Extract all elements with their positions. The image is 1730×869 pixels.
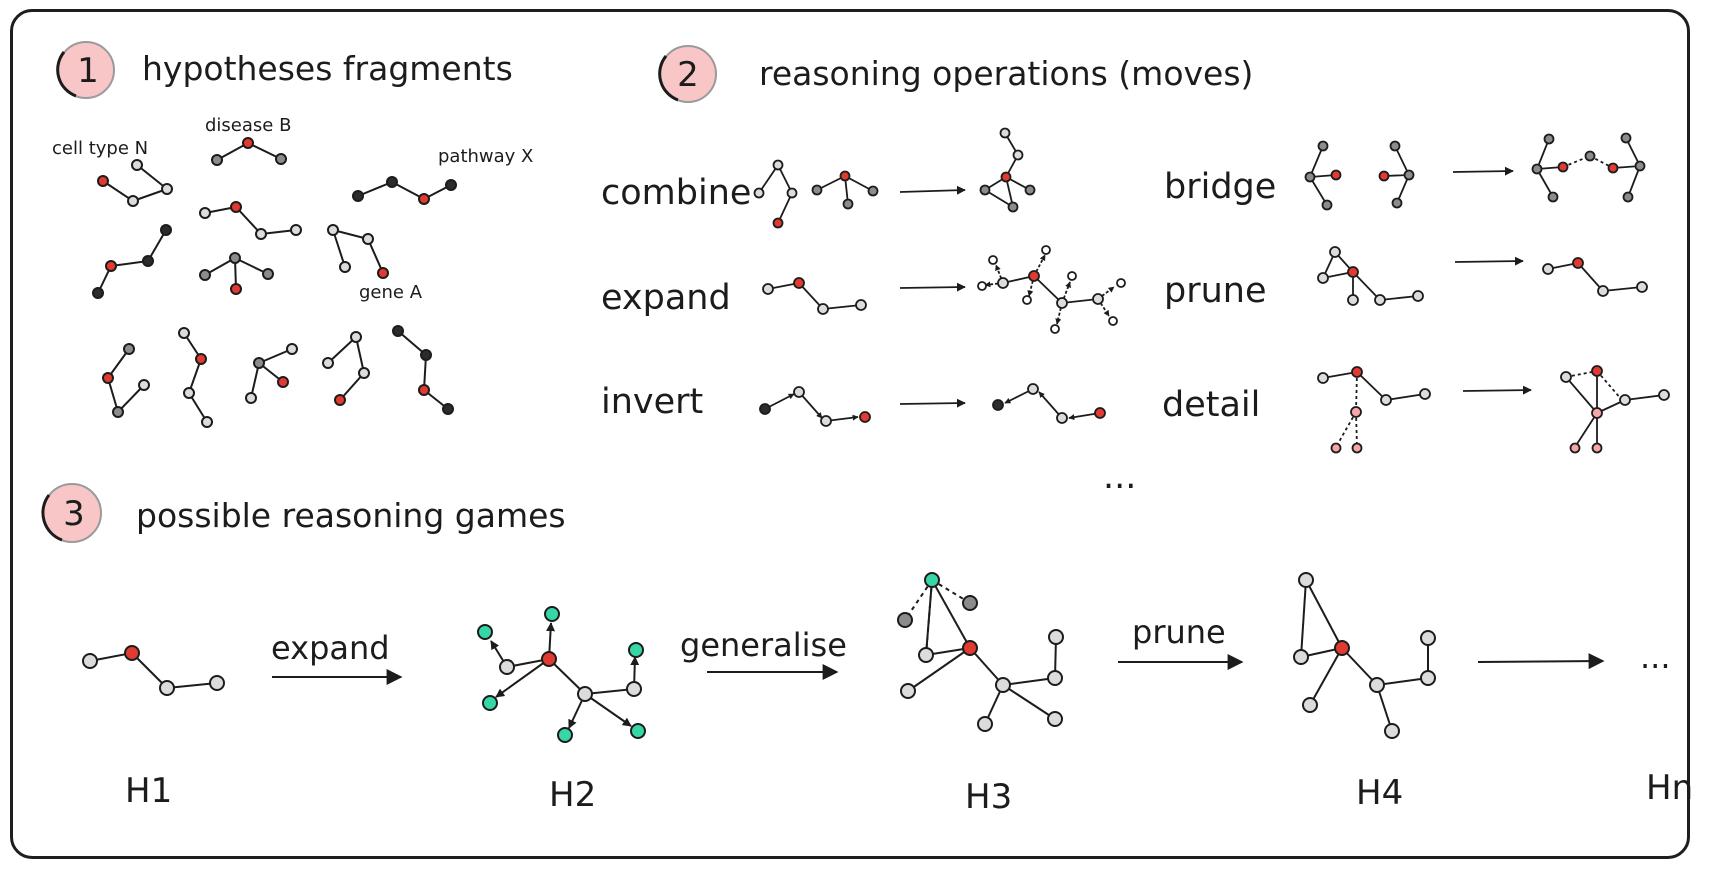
fragment-6	[199, 252, 274, 295]
op-detail-label: detail	[1162, 385, 1260, 425]
section-3-badge: 3	[41, 483, 102, 543]
fragments-panel	[92, 137, 457, 428]
fragment-5	[92, 224, 172, 299]
op-invert-label: invert	[601, 382, 703, 422]
fragment-11	[322, 331, 370, 406]
section-2-badge: 2	[658, 45, 717, 103]
op-combine-label: combine	[601, 173, 751, 213]
op-combine-graphic	[753, 127, 1036, 229]
section-3-header: 3 possible reasoning games	[41, 483, 566, 543]
operation-labels: combine expand invert bridge prune detai…	[601, 167, 1276, 497]
section-1-number: 1	[77, 51, 99, 91]
fragment-8	[102, 343, 150, 418]
op-detail-graphic	[1317, 365, 1670, 454]
hypothesis-h4-label: H4	[1356, 773, 1403, 813]
op-bridge-label: bridge	[1164, 167, 1276, 207]
label-pathway-x: pathway X	[438, 146, 533, 167]
section-3-title: possible reasoning games	[136, 496, 566, 535]
operations-graphics	[753, 127, 1670, 454]
section-3-number: 3	[63, 494, 85, 534]
move-prune-label: prune	[1132, 613, 1226, 651]
op-bridge-graphic	[1304, 132, 1646, 211]
operations-ellipsis: ...	[1103, 457, 1136, 497]
game-labels: expand generalise prune ... H1 H2 H3 H4 …	[125, 613, 1693, 817]
figure-frame	[10, 9, 1690, 859]
op-invert-graphic	[759, 383, 1106, 427]
hypothesis-h1-label: H1	[125, 771, 172, 811]
label-gene-a: gene A	[359, 282, 423, 303]
move-expand-label: expand	[271, 629, 390, 667]
section-2-title: reasoning operations (moves)	[759, 54, 1253, 93]
fragment-1	[97, 159, 173, 207]
hypothesis-h3-label: H3	[965, 777, 1012, 817]
fragment-12	[392, 325, 454, 415]
game-ellipsis: ...	[1640, 638, 1671, 676]
hypothesis-h4-graph	[1293, 572, 1436, 739]
arrow-h4-hn	[1477, 653, 1605, 670]
label-disease-b: disease B	[205, 115, 291, 136]
op-expand-label: expand	[601, 278, 731, 318]
op-expand-graphic	[762, 245, 1126, 334]
section-1-badge: 1	[56, 41, 115, 99]
fragment-4	[199, 201, 302, 240]
section-2-header: 2 reasoning operations (moves)	[658, 45, 1253, 103]
op-prune-label: prune	[1164, 271, 1267, 311]
section-1-header: 1 hypotheses fragments	[56, 41, 513, 99]
hypothesis-h1-graph	[82, 645, 225, 696]
fragment-10	[245, 343, 298, 404]
label-cell-type-n: cell type N	[52, 138, 148, 159]
fragment-labels: disease B cell type N pathway X gene A	[52, 115, 533, 303]
section-1-title: hypotheses fragments	[142, 49, 513, 88]
fragment-2	[211, 137, 287, 166]
hypothesis-hn-label: Hn	[1646, 768, 1693, 808]
hypothesis-h2-label: H2	[549, 775, 596, 815]
hypothesis-h3-graph	[897, 572, 1064, 732]
fragment-9	[178, 327, 213, 428]
section-2-number: 2	[677, 55, 699, 95]
op-prune-graphic	[1317, 246, 1648, 306]
fragment-3	[352, 176, 457, 205]
move-generalise-label: generalise	[680, 626, 847, 664]
game-graphics	[82, 572, 1605, 743]
fragment-7	[327, 224, 389, 279]
hypothesis-h2-graph	[477, 606, 646, 743]
